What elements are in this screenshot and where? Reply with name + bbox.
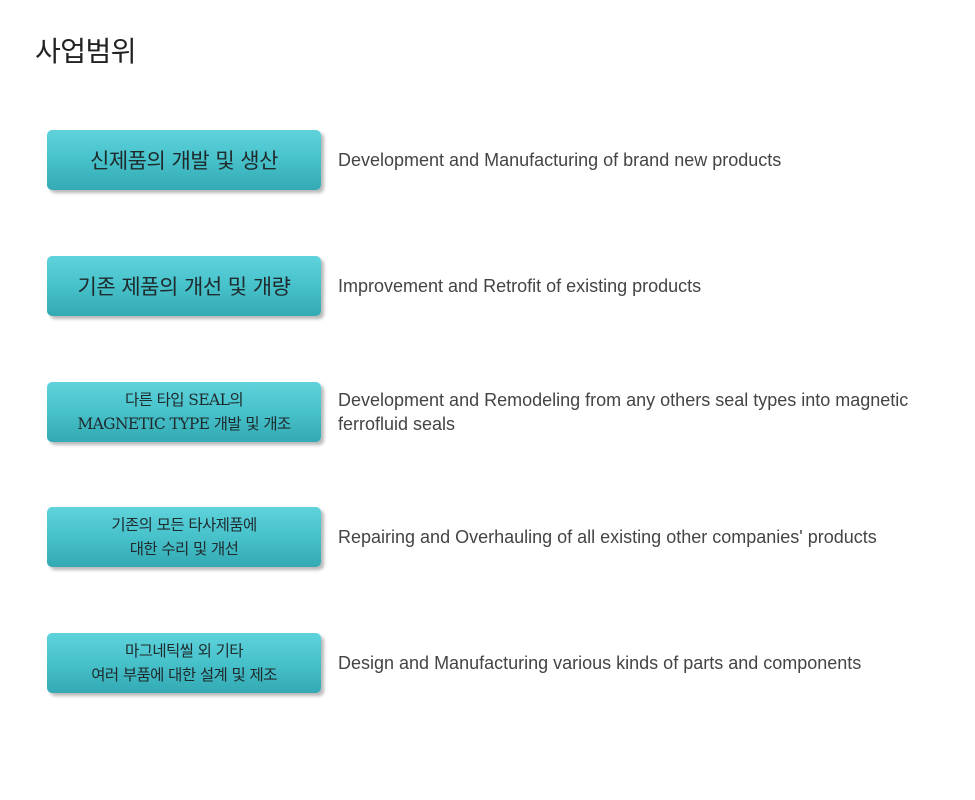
scope-item-improvement: 기존 제품의 개선 및 개량 Improvement and Retrofit … xyxy=(47,256,947,318)
scope-badge-label: 기존의 모든 타사제품에 대한 수리 및 개선 xyxy=(111,516,257,558)
scope-badge-label: 신제품의 개발 및 생산 xyxy=(90,149,278,173)
scope-badge: 기존 제품의 개선 및 개량 xyxy=(47,256,321,316)
scope-badge: 마그네틱씰 외 기타 여러 부품에 대한 설계 및 제조 xyxy=(47,633,321,693)
scope-badge: 다른 타입 SEAL의 MAGNETIC TYPE 개발 및 개조 xyxy=(47,382,321,442)
scope-item-repairing: 기존의 모든 타사제품에 대한 수리 및 개선 Repairing and Ov… xyxy=(47,507,947,569)
scope-description: Improvement and Retrofit of existing pro… xyxy=(338,276,702,296)
scope-description: Development and Manufacturing of brand n… xyxy=(338,150,782,170)
scope-item-remodeling: 다른 타입 SEAL의 MAGNETIC TYPE 개발 및 개조 Develo… xyxy=(47,382,947,444)
scope-description: Design and Manufacturing various kinds o… xyxy=(338,653,862,673)
scope-description: Repairing and Overhauling of all existin… xyxy=(338,527,877,547)
scope-badge: 신제품의 개발 및 생산 xyxy=(47,130,321,190)
scope-item-new-products: 신제품의 개발 및 생산 Development and Manufacturi… xyxy=(47,130,947,192)
page-title: 사업범위 xyxy=(35,35,137,68)
scope-badge-label: 다른 타입 SEAL의 MAGNETIC TYPE 개발 및 개조 xyxy=(77,391,291,433)
scope-badge: 기존의 모든 타사제품에 대한 수리 및 개선 xyxy=(47,507,321,567)
scope-description: Development and Remodeling from any othe… xyxy=(338,390,909,434)
scope-item-parts: 마그네틱씰 외 기타 여러 부품에 대한 설계 및 제조 Design and … xyxy=(47,633,947,695)
scope-badge-label: 마그네틱씰 외 기타 여러 부품에 대한 설계 및 제조 xyxy=(91,642,277,684)
scope-badge-label: 기존 제품의 개선 및 개량 xyxy=(77,275,291,299)
